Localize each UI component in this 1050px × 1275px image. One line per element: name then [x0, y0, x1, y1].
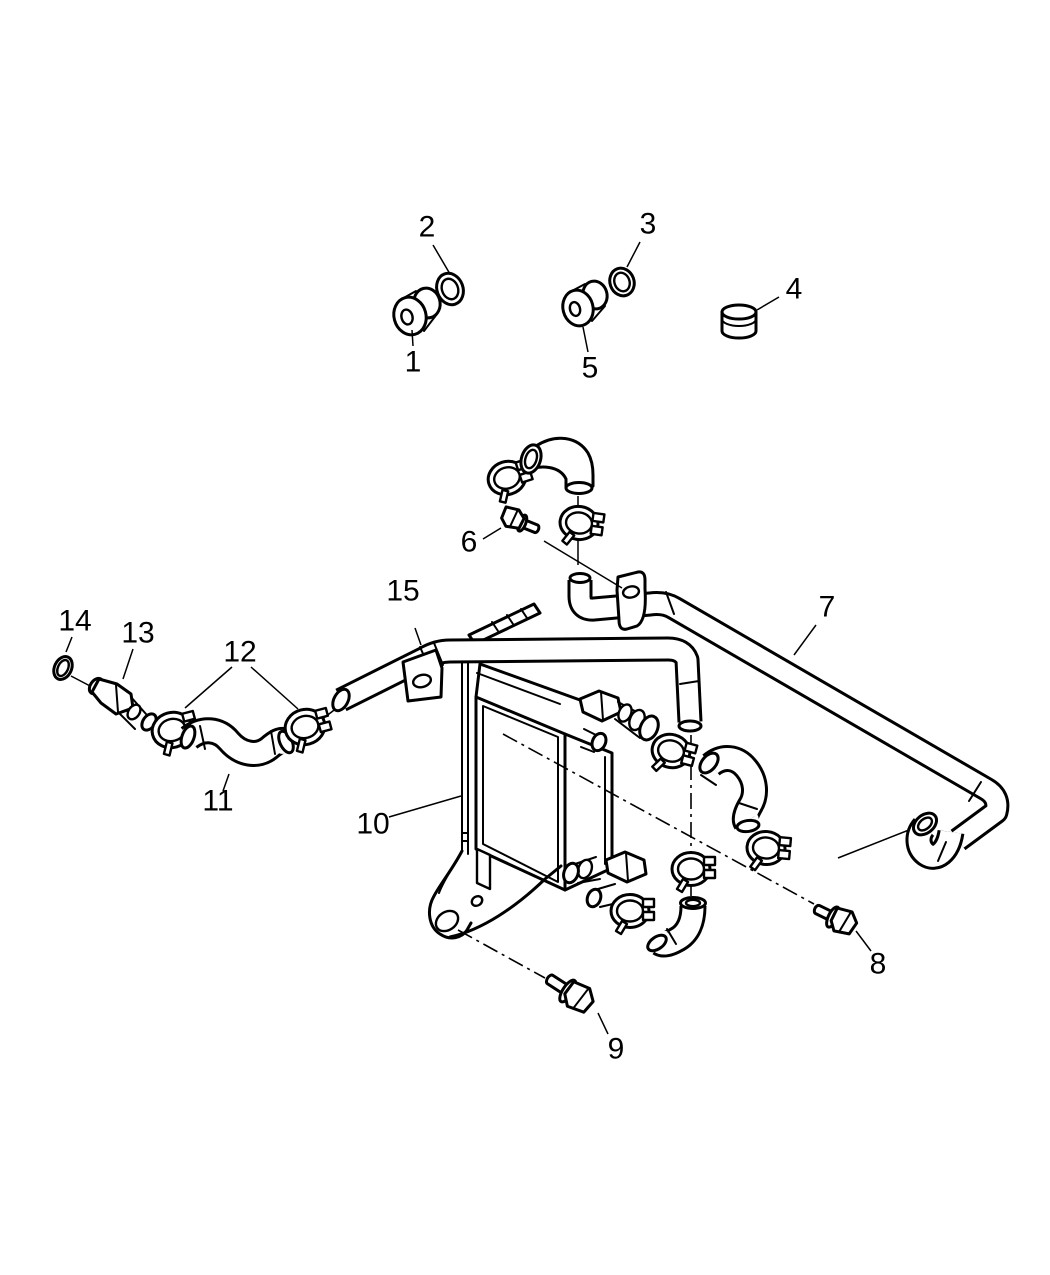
- callout-label-14[interactable]: 14: [58, 605, 91, 638]
- tube-15-bracket-tab: [401, 648, 444, 703]
- hose-clamp: [670, 851, 717, 894]
- callout-leader-11: [222, 773, 230, 792]
- callout-label-10[interactable]: 10: [356, 808, 389, 841]
- callout-label-2[interactable]: 2: [419, 211, 436, 244]
- leader-bolt6-to-tab: [543, 540, 623, 589]
- hose-clamp: [558, 504, 606, 546]
- callout-label-12[interactable]: 12: [223, 636, 256, 669]
- callout-label-7[interactable]: 7: [819, 591, 836, 624]
- tube-7: [567, 572, 1010, 851]
- callout-label-11[interactable]: 11: [202, 785, 233, 818]
- callout-label-6[interactable]: 6: [461, 526, 478, 559]
- plug-5: [561, 279, 609, 328]
- callout-label-5[interactable]: 5: [582, 352, 599, 385]
- callout-leader-15: [414, 627, 422, 646]
- callout-leader-2: [432, 244, 451, 275]
- washer-2: [435, 271, 465, 307]
- callout-leader-5: [582, 326, 589, 353]
- o-ring-14: [52, 655, 74, 681]
- bracket-foot: [427, 849, 563, 940]
- bolt-8: [812, 903, 859, 936]
- tube-7-bracket-tab: [615, 570, 647, 631]
- callout-label-4[interactable]: 4: [786, 273, 803, 306]
- cap-4: [720, 303, 758, 340]
- elbow-hose-top: [519, 436, 595, 495]
- o-ring-3: [608, 266, 636, 298]
- callout-leader-6: [482, 527, 502, 540]
- callout-leader-14: [65, 636, 73, 653]
- callout-label-15[interactable]: 15: [386, 575, 419, 608]
- axis-line-hose-end: [837, 827, 915, 859]
- callout-leader-12: [184, 666, 233, 709]
- callout-leader-13: [122, 648, 134, 680]
- cooler-port-fittings-top: [578, 689, 660, 753]
- axis-line-to-bolt-8: [502, 733, 815, 905]
- curved-hose-right: [698, 745, 768, 834]
- bolt-9: [544, 973, 595, 1014]
- axis-line-oring-14: [70, 675, 93, 688]
- callout-label-9[interactable]: 9: [608, 1033, 625, 1066]
- callout-label-13[interactable]: 13: [121, 617, 154, 650]
- hose-clamp: [283, 706, 333, 754]
- hose-clamp: [745, 829, 793, 872]
- callout-leader-10: [388, 795, 462, 818]
- bolt-6: [500, 505, 541, 535]
- callout-leader-12: [250, 666, 299, 710]
- axis-line-to-bolt-9: [457, 929, 546, 979]
- hose-11: [179, 717, 295, 767]
- hose-on-tube-7-end: [905, 811, 965, 870]
- cooler-port-fittings-bottom: [562, 850, 648, 909]
- callout-leader-3: [626, 241, 641, 268]
- fitting-13: [87, 676, 158, 732]
- callout-leader-1: [411, 329, 414, 347]
- callout-leader-9: [597, 1012, 609, 1035]
- callout-label-1[interactable]: 1: [405, 346, 422, 379]
- plug-1: [392, 286, 442, 337]
- callout-leader-8: [855, 930, 872, 952]
- callout-leader-4: [756, 296, 780, 311]
- hose-clamp: [609, 893, 656, 936]
- callout-leader-7: [793, 624, 817, 656]
- callout-label-3[interactable]: 3: [640, 208, 657, 241]
- callout-label-8[interactable]: 8: [870, 948, 887, 981]
- elbow-hose-bottom: [646, 896, 707, 958]
- hose-clamp: [650, 732, 699, 773]
